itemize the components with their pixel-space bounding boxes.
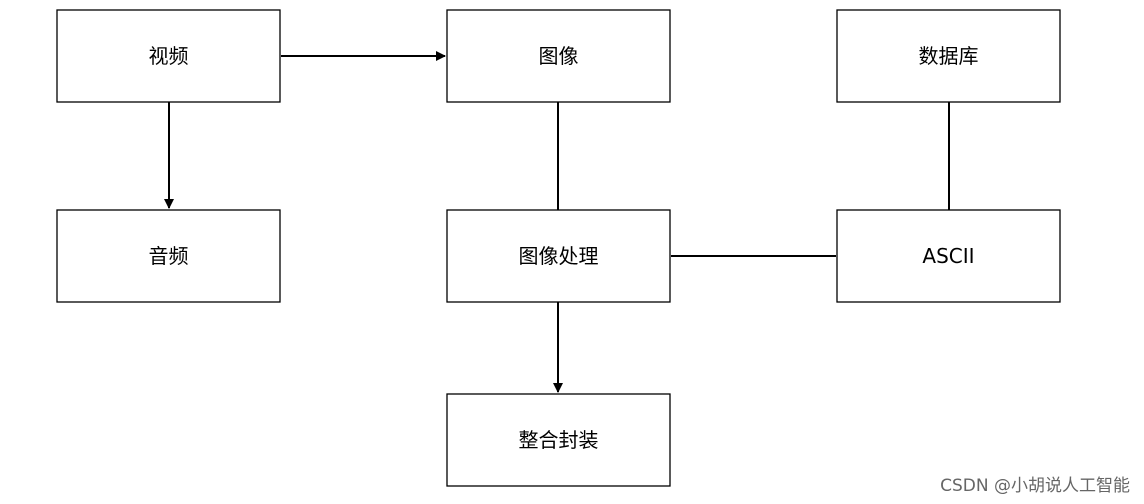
node-database: 数据库: [836, 9, 1061, 103]
node-audio: 音频: [56, 209, 281, 303]
node-database-label: 数据库: [919, 44, 979, 68]
node-video: 视频: [56, 9, 281, 103]
node-integrate-package-box: [446, 393, 671, 487]
node-video-box: [56, 9, 281, 103]
node-ascii-box: [836, 209, 1061, 303]
node-integrate-package: 整合封装: [446, 393, 671, 487]
node-image-processing-label: 图像处理: [519, 244, 599, 268]
node-database-box: [836, 9, 1061, 103]
watermark-text: CSDN @小胡说人工智能: [940, 476, 1130, 496]
node-ascii-label: ASCII: [922, 244, 974, 268]
node-image-box: [446, 9, 671, 103]
node-ascii: ASCII: [836, 209, 1061, 303]
node-image-processing: 图像处理: [446, 209, 671, 303]
node-audio-box: [56, 209, 281, 303]
node-image-processing-box: [446, 209, 671, 303]
node-video-label: 视频: [149, 44, 189, 68]
node-integrate-package-label: 整合封装: [519, 428, 599, 452]
node-image: 图像: [446, 9, 671, 103]
node-audio-label: 音频: [149, 244, 189, 268]
node-image-label: 图像: [539, 44, 579, 68]
